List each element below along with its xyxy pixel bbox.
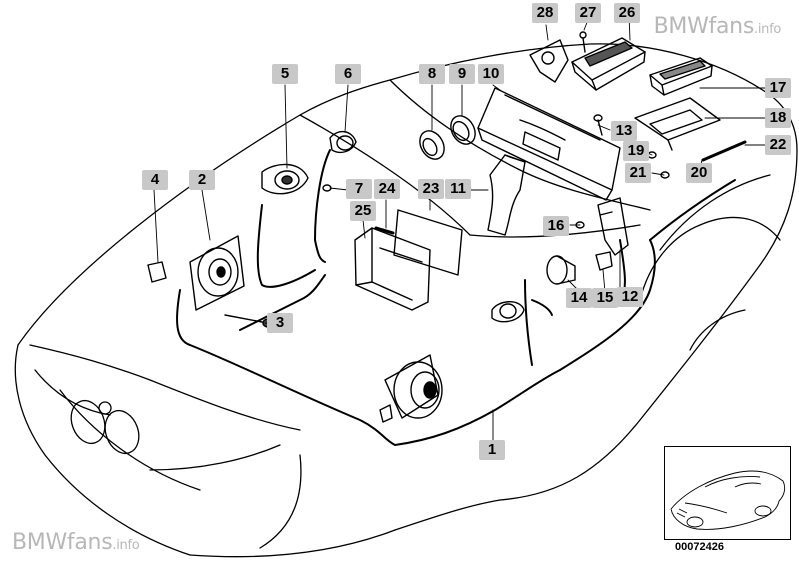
speaker-ring-9 bbox=[450, 115, 476, 145]
callout-21[interactable]: 21 bbox=[625, 163, 651, 183]
holder bbox=[529, 39, 569, 83]
callout-18[interactable]: 18 bbox=[765, 108, 791, 128]
callout-5[interactable]: 5 bbox=[272, 64, 298, 84]
callout-2[interactable]: 2 bbox=[189, 170, 215, 190]
plug bbox=[147, 261, 167, 283]
callout-15[interactable]: 15 bbox=[592, 288, 618, 308]
bracket bbox=[597, 197, 629, 256]
callout-19[interactable]: 19 bbox=[623, 141, 649, 161]
callout-8[interactable]: 8 bbox=[419, 64, 445, 84]
watermark-brand: BMWfans bbox=[12, 530, 113, 555]
car-thumbnail-icon bbox=[670, 470, 786, 530]
callout-10[interactable]: 10 bbox=[478, 64, 504, 84]
connector bbox=[595, 251, 613, 271]
tweeter-left bbox=[261, 163, 309, 195]
callout-24[interactable]: 24 bbox=[374, 179, 400, 199]
callout-4[interactable]: 4 bbox=[142, 170, 168, 190]
air-duct bbox=[487, 154, 526, 236]
callout-22[interactable]: 22 bbox=[765, 135, 791, 155]
diagram-id: 00072426 bbox=[675, 541, 724, 553]
callout-1[interactable]: 1 bbox=[479, 440, 505, 460]
watermark-bottom: BMWfans.info bbox=[12, 530, 140, 555]
speaker-ring-8 bbox=[419, 130, 445, 160]
speaker-box bbox=[477, 87, 621, 201]
callout-28[interactable]: 28 bbox=[532, 3, 558, 23]
callout-13[interactable]: 13 bbox=[611, 121, 637, 141]
callout-20[interactable]: 20 bbox=[686, 163, 712, 183]
rear-tweeter bbox=[491, 301, 525, 323]
callout-27[interactable]: 27 bbox=[575, 3, 601, 23]
callout-25[interactable]: 25 bbox=[350, 201, 376, 221]
watermark-suffix: .info bbox=[753, 22, 781, 37]
callout-11[interactable]: 11 bbox=[445, 179, 471, 199]
callout-7[interactable]: 7 bbox=[346, 179, 372, 199]
callout-12[interactable]: 12 bbox=[617, 287, 643, 307]
watermark-top: BMWfans.info bbox=[653, 14, 782, 39]
callout-16[interactable]: 16 bbox=[543, 216, 569, 236]
callout-23[interactable]: 23 bbox=[418, 179, 444, 199]
small-speaker bbox=[546, 255, 576, 285]
callout-9[interactable]: 9 bbox=[449, 64, 475, 84]
strip bbox=[701, 140, 747, 162]
tweeter-rear bbox=[329, 131, 357, 154]
callout-3[interactable]: 3 bbox=[267, 313, 293, 333]
strip-24 bbox=[374, 226, 395, 235]
callout-6[interactable]: 6 bbox=[335, 64, 361, 84]
callout-17[interactable]: 17 bbox=[765, 78, 791, 98]
callout-26[interactable]: 26 bbox=[614, 3, 640, 23]
mounting-bracket bbox=[634, 97, 721, 151]
locator-thumbnail bbox=[664, 446, 791, 540]
callout-14[interactable]: 14 bbox=[566, 288, 592, 308]
watermark-suffix: .info bbox=[112, 538, 140, 553]
center-speaker bbox=[379, 354, 443, 423]
control-unit bbox=[649, 57, 713, 96]
door-speaker-left bbox=[189, 235, 245, 311]
cassette-holder bbox=[354, 227, 431, 311]
cover-plate bbox=[393, 209, 463, 276]
watermark-brand: BMWfans bbox=[653, 14, 755, 39]
kidney-grille bbox=[70, 399, 140, 455]
amplifier bbox=[571, 37, 646, 91]
